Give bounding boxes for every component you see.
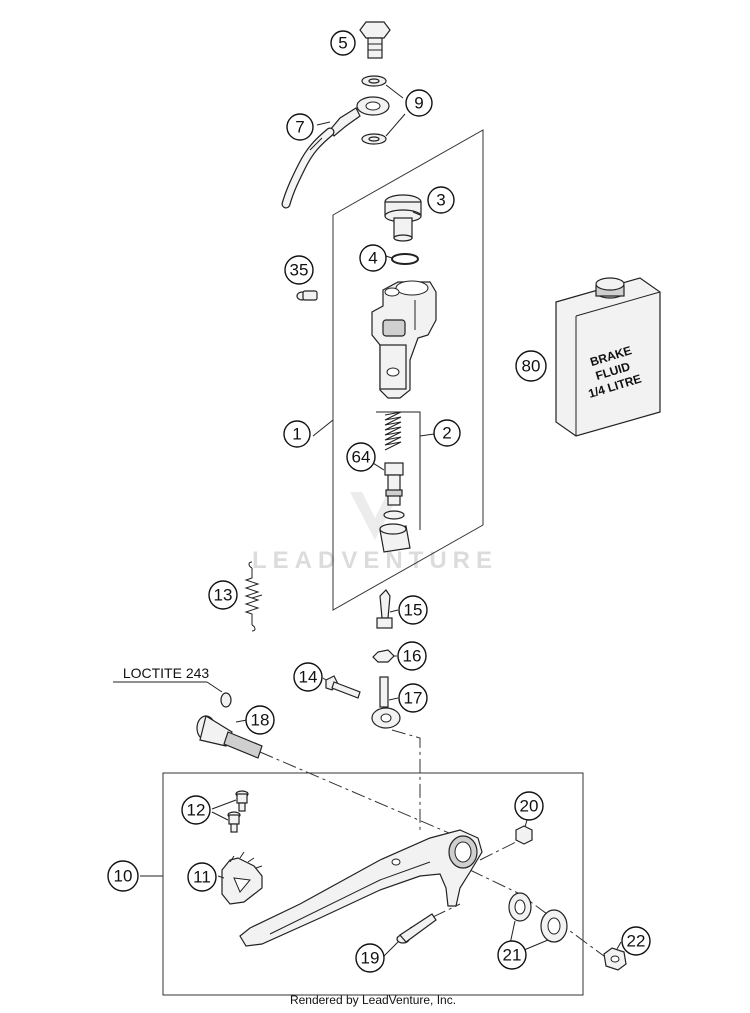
callout-12: 12	[181, 795, 211, 825]
loctite-label: LOCTITE 243	[123, 665, 210, 681]
svg-text:15: 15	[404, 601, 423, 620]
nut-22	[603, 947, 627, 971]
watermark: LEADVENTURE	[252, 547, 498, 574]
callout-17: 17	[398, 683, 428, 713]
svg-text:18: 18	[251, 711, 270, 730]
brake-hose-7	[281, 96, 390, 209]
screw-35	[296, 290, 318, 301]
callout-18: 18	[245, 705, 275, 735]
axis-line-2	[391, 729, 421, 830]
svg-text:13: 13	[214, 586, 233, 605]
callout-14: 14	[293, 662, 323, 692]
svg-text:35: 35	[290, 261, 309, 280]
cylinder-frame	[332, 129, 484, 611]
brake-fluid-bottle-80: BRAKE FLUID 1/4 LITRE	[555, 277, 661, 437]
svg-text:21: 21	[503, 946, 522, 965]
svg-text:9: 9	[414, 94, 423, 113]
footer-credit: Rendered by LeadVenture, Inc.	[290, 993, 456, 1007]
callout-19: 19	[355, 943, 385, 973]
callout-11: 11	[187, 862, 217, 892]
svg-text:7: 7	[295, 118, 304, 137]
callout-5: 5	[330, 30, 356, 56]
svg-text:22: 22	[627, 932, 646, 951]
loctite-drop	[220, 692, 232, 708]
callout-3: 3	[427, 186, 455, 214]
callout-64: 64	[346, 442, 376, 472]
bearings-21	[508, 892, 568, 951]
axis-line-3	[469, 869, 613, 963]
reservoir-cap-3	[384, 194, 422, 242]
callout-20: 20	[514, 791, 544, 821]
callout-2: 2	[433, 419, 461, 447]
axis-line-1	[259, 751, 471, 843]
spring-13	[244, 561, 260, 632]
callout-15: 15	[398, 595, 428, 625]
piston-kit-frame	[376, 411, 421, 530]
lever-assembly-box	[162, 772, 584, 996]
svg-text:4: 4	[368, 249, 377, 268]
svg-text:12: 12	[187, 801, 206, 820]
piston-kit-2	[379, 411, 411, 553]
bolt-19	[396, 913, 437, 944]
callout-9: 9	[405, 89, 433, 117]
svg-text:5: 5	[338, 34, 347, 53]
callout-13: 13	[208, 580, 238, 610]
nut-20	[515, 825, 533, 845]
callout-35: 35	[284, 255, 314, 285]
svg-text:2: 2	[442, 424, 451, 443]
push-rod-15	[376, 589, 393, 629]
o-ring-4	[391, 253, 419, 265]
svg-text:10: 10	[114, 867, 133, 886]
screws-12	[227, 790, 249, 833]
callout-16: 16	[397, 641, 427, 671]
clevis-17	[371, 676, 401, 729]
callout-7: 7	[286, 113, 314, 141]
pedal-step-11	[221, 851, 263, 905]
svg-text:16: 16	[403, 647, 422, 666]
axis-line-4	[479, 837, 525, 861]
loctite-leader	[206, 681, 223, 693]
svg-text:20: 20	[520, 797, 539, 816]
callout-4: 4	[359, 244, 387, 272]
svg-text:1: 1	[292, 425, 301, 444]
svg-text:14: 14	[299, 668, 318, 687]
svg-text:80: 80	[522, 357, 541, 376]
nut-16	[372, 649, 395, 663]
callout-80: 80	[515, 350, 547, 382]
pivot-bolt-18	[196, 715, 263, 759]
banjo-bolt-5	[359, 21, 391, 59]
svg-text:3: 3	[436, 191, 445, 210]
callout-22: 22	[621, 926, 651, 956]
leader-lines	[211, 121, 622, 957]
svg-text:19: 19	[361, 949, 380, 968]
master-cylinder-1	[371, 280, 437, 399]
callout-21: 21	[497, 940, 527, 970]
callout-10: 10	[107, 860, 139, 892]
svg-text:17: 17	[404, 689, 423, 708]
svg-text:64: 64	[352, 448, 371, 467]
bolt-14	[325, 675, 361, 699]
brake-lever-10	[239, 829, 483, 947]
callout-1: 1	[283, 420, 311, 448]
svg-text:11: 11	[193, 868, 211, 887]
